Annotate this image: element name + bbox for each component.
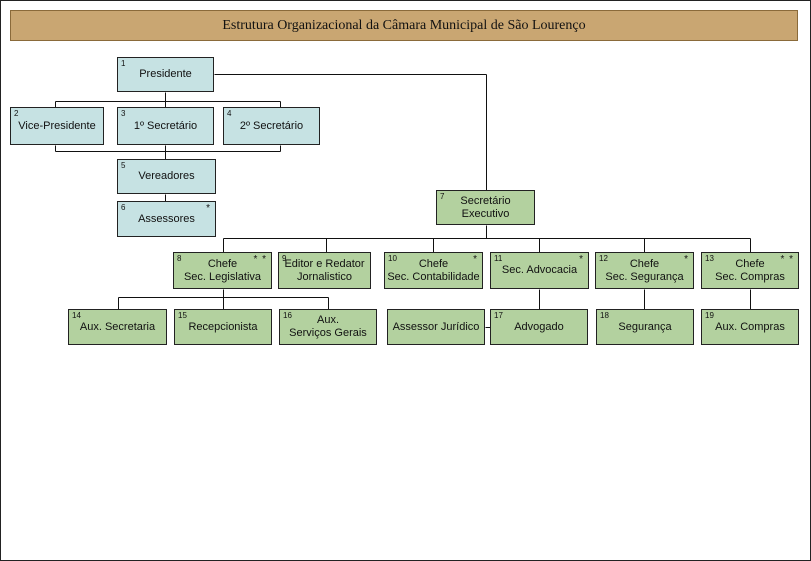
node-number: 4 [227, 109, 232, 118]
node-label-line: Chefe [735, 257, 765, 270]
node-label: Assessor Jurídico [393, 321, 480, 334]
node-label-line: Sec. Advocacia [501, 264, 578, 276]
node-number: 10 [388, 254, 397, 263]
node-label: Aux.Serviços Gerais [289, 314, 367, 340]
node-label-line: Sec. Legislativa [183, 270, 262, 283]
node-label-line: Advogado [514, 320, 564, 333]
node-number: 3 [121, 109, 126, 118]
node-label-line: Editor e Redator [284, 257, 365, 270]
node-label-line: Jornalistico [296, 270, 352, 283]
node-label: Segurança [618, 321, 671, 334]
node-asterisk-mark: * * [253, 254, 267, 265]
node-label: Sec. Advocacia [502, 264, 577, 277]
node-number: 19 [705, 311, 714, 320]
node-number: 17 [494, 311, 503, 320]
node-number: 16 [283, 311, 292, 320]
node-number: 1 [121, 59, 126, 68]
node-label: Aux. Secretaria [80, 321, 155, 334]
node-label: 1º Secretário [134, 120, 197, 133]
node-label-line: Serviços Gerais [289, 327, 367, 339]
node-sec-advocacia: 11 *Sec. Advocacia [490, 252, 589, 289]
node-label: Advogado [514, 321, 564, 334]
node-assessor-juridico: Assessor Jurídico [387, 309, 485, 345]
node-label-line: Sec. Compras [715, 270, 785, 283]
node-number: 7 [440, 192, 445, 201]
node-label-line: Recepcionista [188, 320, 258, 333]
node-label-line: Assessores [138, 212, 195, 225]
node-label-line: Chefe [207, 257, 238, 270]
node-label-line: Executivo [461, 207, 510, 220]
node-label-line: Aux. Secretaria [79, 320, 156, 333]
node-label: Vereadores [138, 170, 194, 183]
node-number: 13 [705, 254, 714, 263]
node-label-line: 2º Secretário [239, 119, 304, 132]
node-number: 11 [494, 254, 503, 263]
node-label: Aux. Compras [715, 321, 785, 334]
node-label-line: Aux. [316, 314, 339, 326]
node-asterisk-mark: * [473, 254, 478, 265]
node-asterisk-mark: * [206, 203, 211, 214]
node-asterisk-mark: * [579, 254, 584, 265]
node-label-line: Segurança [618, 320, 672, 333]
node-number: 18 [600, 311, 609, 320]
node-label: 2º Secretário [240, 120, 303, 133]
node-number: 8 [177, 254, 182, 263]
node-asterisk-mark: * * [780, 254, 794, 265]
node-number: 12 [599, 254, 608, 263]
node-segundo-secretario: 4 2º Secretário [223, 107, 320, 145]
node-number: 2 [14, 109, 19, 118]
node-label-line: Sec. Contabilidade [387, 270, 480, 283]
node-label-line: 1º Secretário [133, 119, 198, 132]
node-label: Assessores [138, 213, 195, 226]
node-label-line: Sec. Segurança [605, 270, 684, 283]
node-number: 5 [121, 161, 126, 170]
node-number: 9 [282, 254, 287, 263]
node-label: Recepcionista [188, 321, 257, 334]
node-label-line: Vereadores [138, 170, 195, 182]
node-number: 14 [72, 311, 81, 320]
node-assessores: 6 * Assessores [117, 201, 216, 237]
node-label-line: Chefe [418, 257, 449, 270]
node-label-line: Aux. Compras [715, 320, 785, 333]
node-asterisk-mark: * [684, 254, 689, 265]
chart-title: Estrutura Organizacional da Câmara Munic… [10, 10, 798, 41]
node-label-line: Assessor Jurídico [392, 320, 480, 333]
node-number: 6 [121, 203, 126, 212]
node-primeiro-secretario: 3 1º Secretário [117, 107, 214, 145]
node-label-line: Vice-Presidente [18, 119, 96, 132]
node-label: Vice-Presidente [18, 120, 95, 133]
node-label-line: Chefe [629, 257, 660, 270]
node-number: 15 [178, 311, 187, 320]
node-label-line: Presidente [139, 68, 192, 80]
node-label-line: Secretário [460, 194, 511, 207]
node-label: Presidente [139, 68, 192, 81]
